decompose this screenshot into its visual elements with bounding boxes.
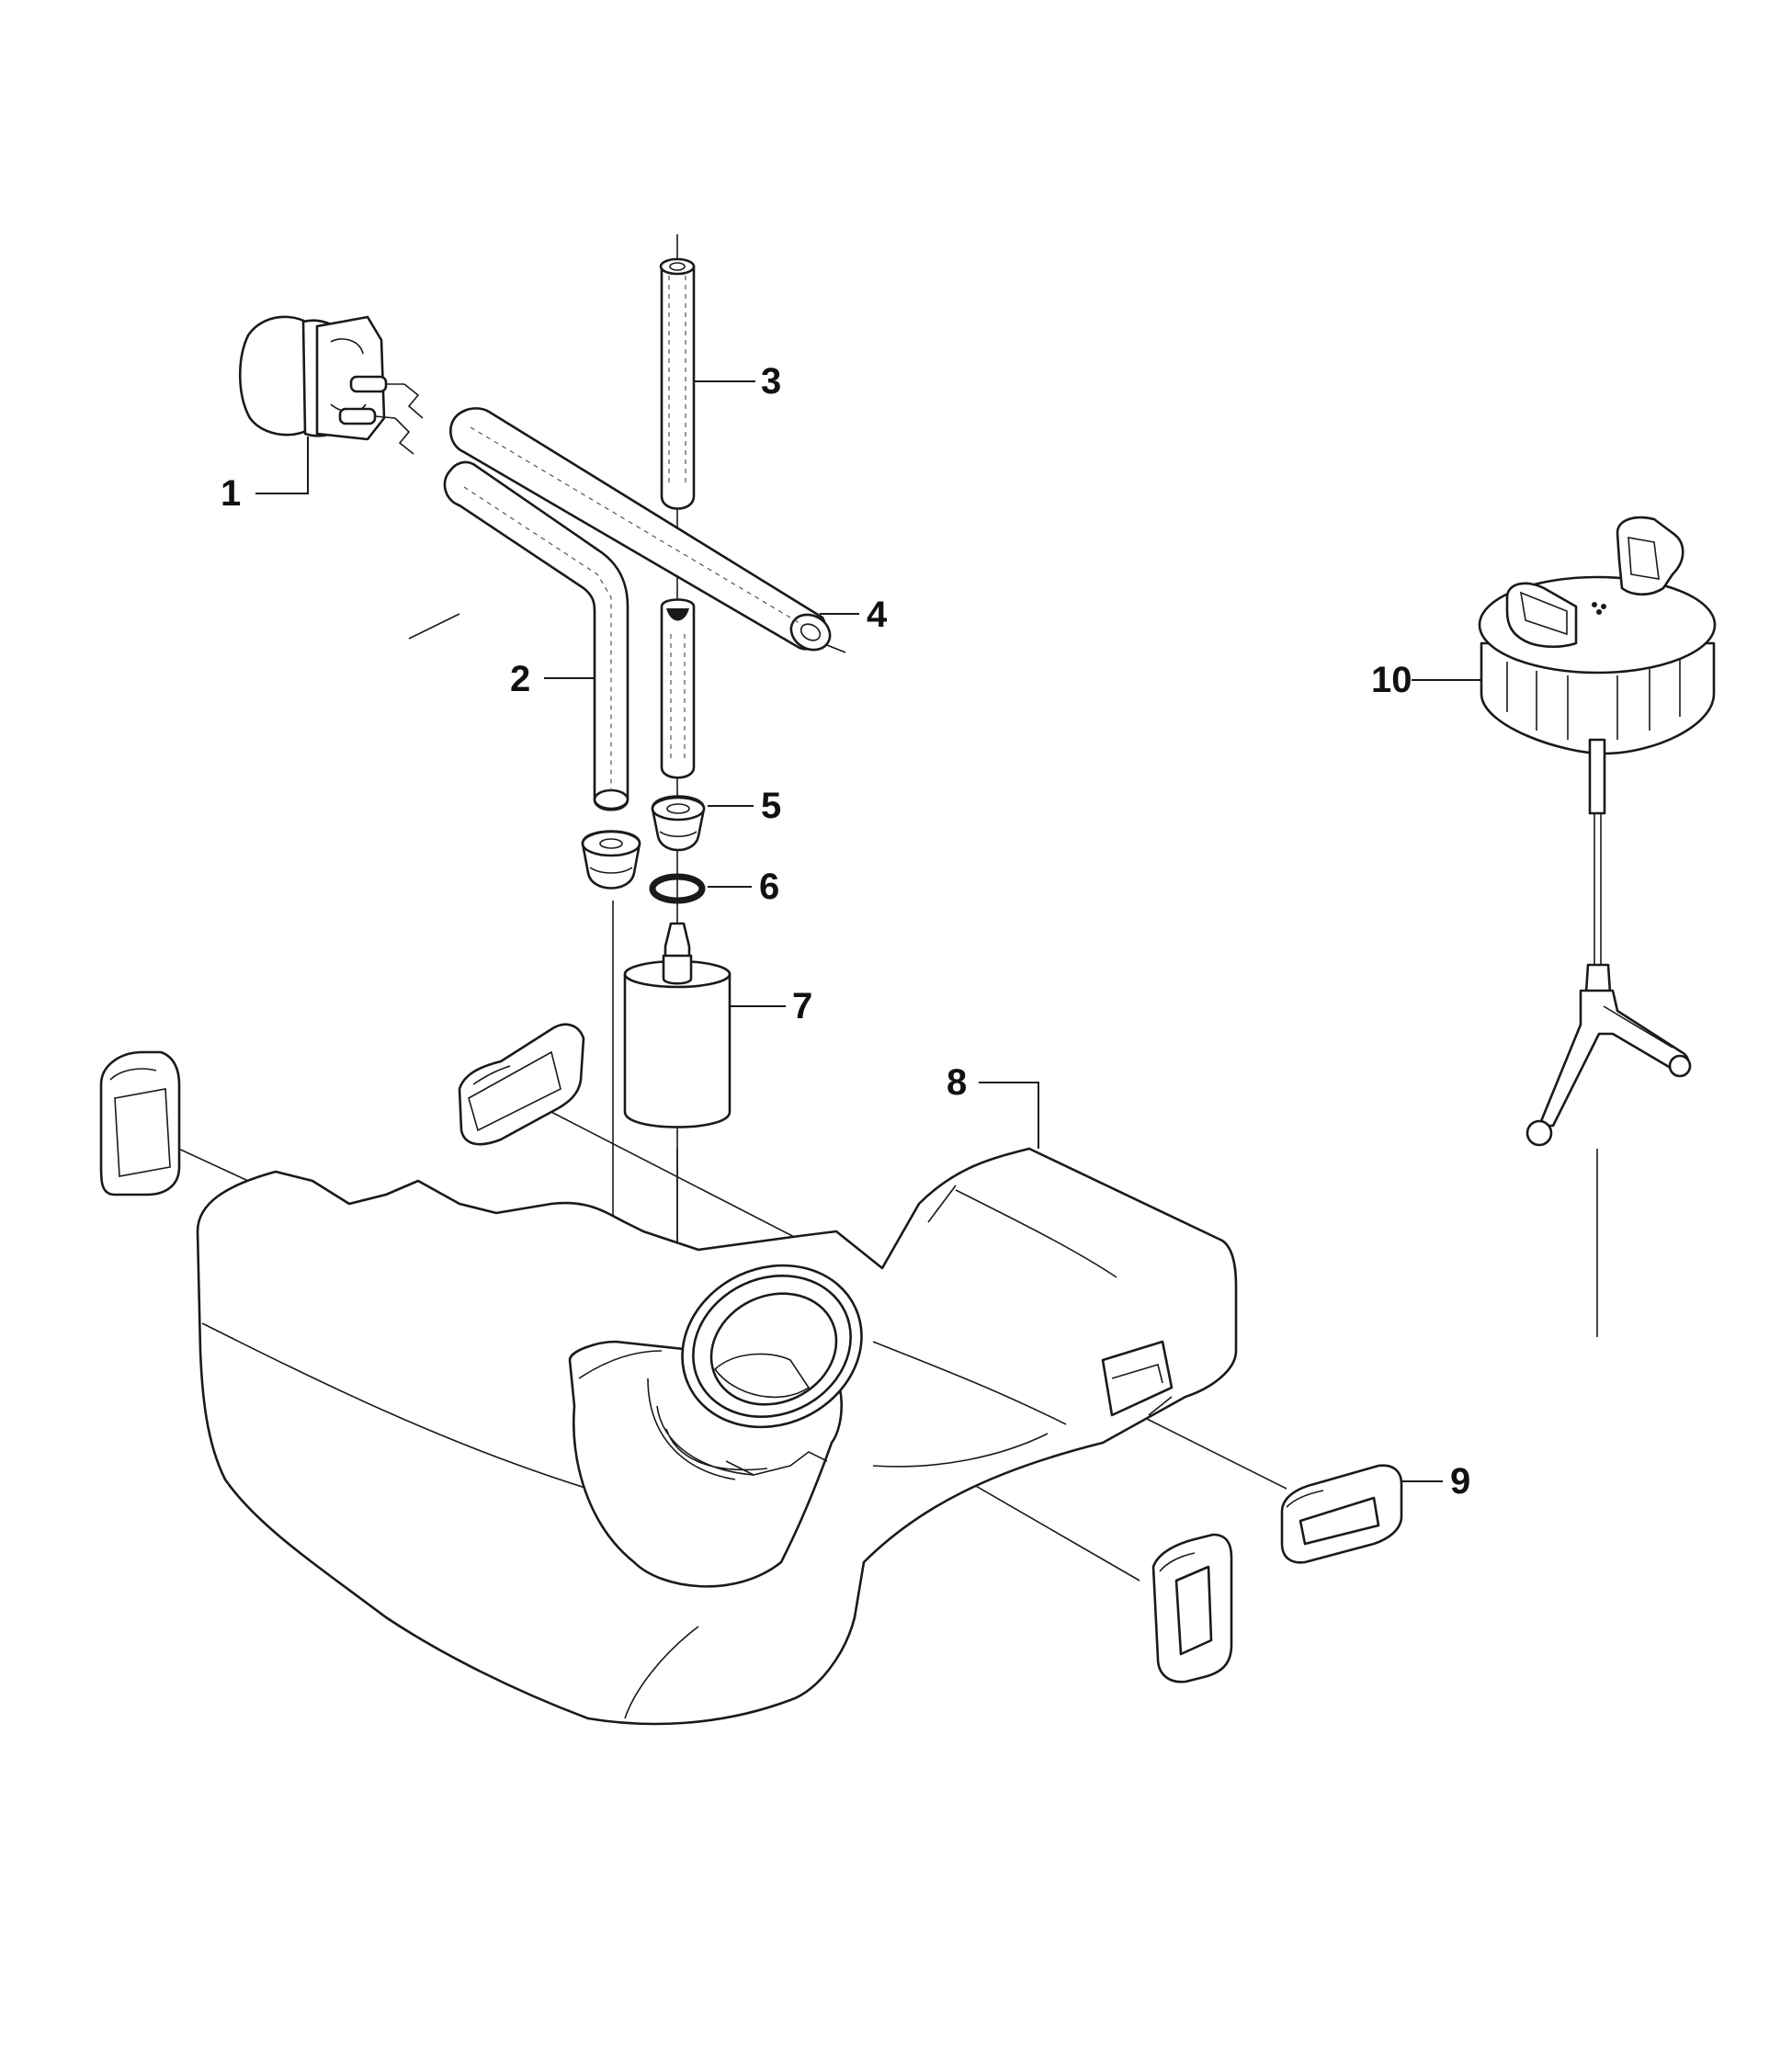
leader-lines — [255, 380, 1481, 1482]
callout-8: 8 — [947, 1062, 967, 1103]
fuel-filter-part-7 — [623, 922, 732, 1128]
callout-7: 7 — [792, 986, 812, 1026]
o-ring-part-6 — [649, 873, 706, 904]
callout-1: 1 — [221, 473, 241, 514]
grommet-left — [581, 830, 641, 890]
rubber-mount-upper-left — [99, 1050, 181, 1196]
callout-10: 10 — [1371, 660, 1412, 700]
callout-4: 4 — [867, 595, 888, 635]
tube-part-3 — [659, 257, 696, 510]
callout-labels: 1 2 3 4 5 6 7 8 9 10 — [221, 361, 1470, 1502]
fuel-cap-part-10 — [1478, 516, 1717, 1147]
callout-3: 3 — [761, 361, 781, 402]
fuel-tank-part-8 — [196, 1147, 1238, 1726]
grommet-part-5 — [651, 795, 706, 852]
tube-lower-section — [660, 598, 696, 779]
fuel-hose-part-2 — [443, 460, 629, 811]
callout-9: 9 — [1450, 1461, 1470, 1502]
callout-6: 6 — [759, 867, 779, 907]
callout-2: 2 — [510, 659, 530, 699]
rubber-mount-lower-center — [1151, 1533, 1233, 1684]
callout-5: 5 — [761, 786, 781, 826]
rubber-mount-part-9 — [1280, 1464, 1403, 1564]
fuel-hose-part-4 — [449, 407, 832, 652]
rubber-mount-upper-center — [458, 1023, 585, 1146]
primer-bulb-part-1 — [238, 315, 424, 455]
